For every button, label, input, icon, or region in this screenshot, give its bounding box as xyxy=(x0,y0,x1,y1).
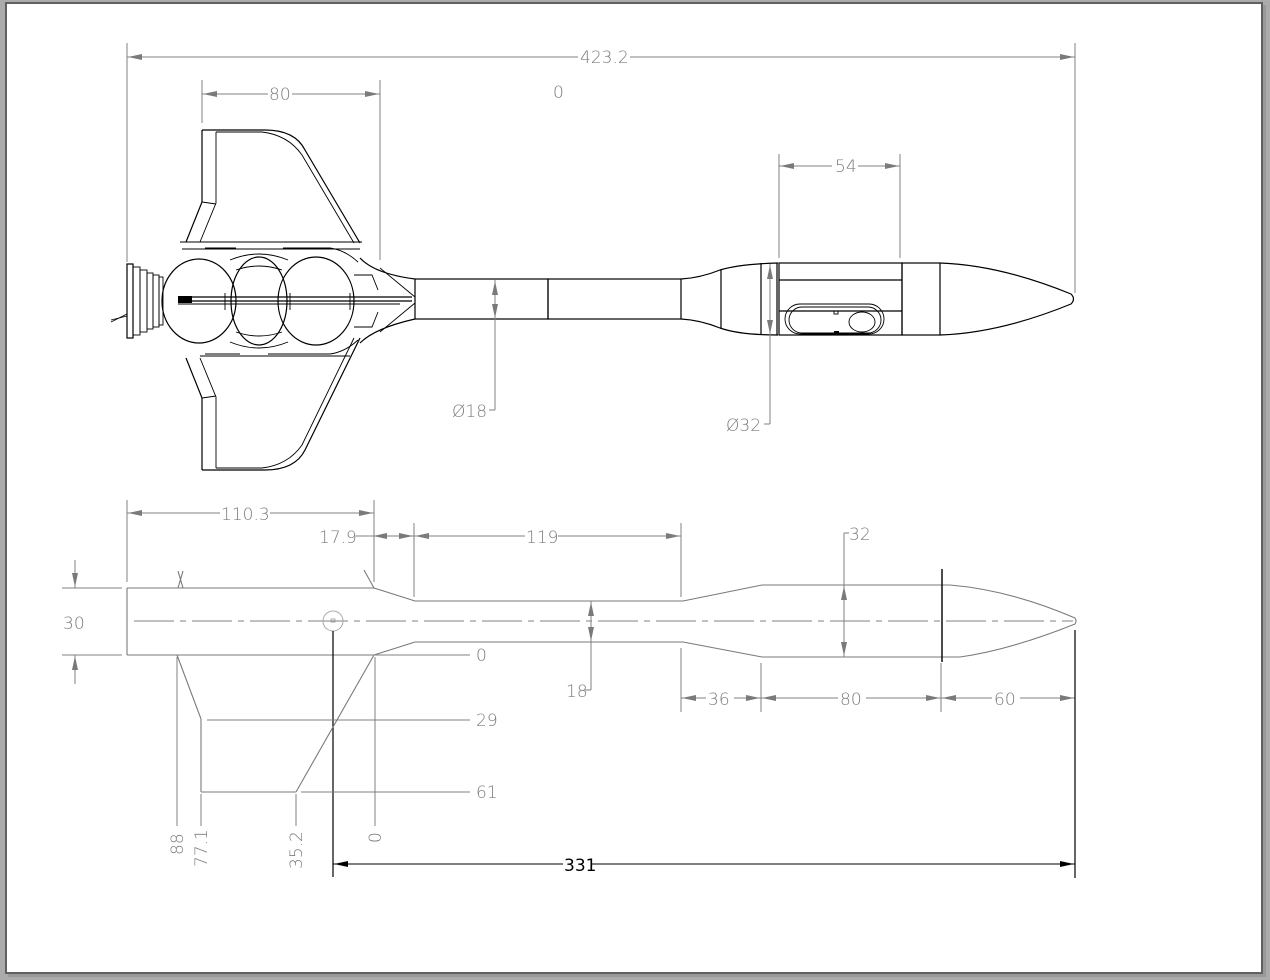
lower-fin xyxy=(185,337,361,471)
dim-motor-height: 30 xyxy=(62,560,122,684)
fin-y-label-61: 61 xyxy=(476,783,498,803)
body-profile xyxy=(126,569,1077,662)
dim-bottom-chain: 36 80 60 xyxy=(680,648,1075,712)
transition-length-label: 17.9 xyxy=(319,528,357,548)
overall-length-label: 423.2 xyxy=(580,48,629,68)
drawing-sheet xyxy=(5,2,1263,974)
fin-chord-label: 80 xyxy=(269,85,291,105)
cg-marker xyxy=(322,610,344,877)
cg-to-tip-label: 331 xyxy=(564,856,596,876)
fin-x-label-77-1: 77.1 xyxy=(192,829,212,867)
fin-x-label-35-2: 35.2 xyxy=(287,831,307,869)
tube-length-label: 119 xyxy=(526,528,558,548)
top-view: 423.2 0 80 xyxy=(110,43,1076,471)
dim-tube-diameter: 18 xyxy=(566,601,594,702)
upper-fin xyxy=(180,129,362,250)
dim-overall-length: 423.2 xyxy=(126,43,1076,293)
fin-x-label-88: 88 xyxy=(168,833,188,855)
dim-side-payload-diameter: 32 xyxy=(841,525,871,657)
dim-tube-length: 119 xyxy=(415,523,682,597)
body-diameter-label: Ø18 xyxy=(452,402,487,422)
fin-profile: 0 29 61 88 77.1 35.2 0 xyxy=(168,646,498,869)
motor-nozzle xyxy=(110,263,164,339)
fin-y-label-0: 0 xyxy=(476,646,487,666)
guide-rod xyxy=(178,293,412,310)
dim-body-diameter: Ø18 xyxy=(452,280,498,422)
payload-section xyxy=(778,262,1075,336)
motor-height-label: 30 xyxy=(63,614,85,634)
side-payload-diameter-label: 32 xyxy=(849,525,871,545)
dim-payload-diameter: Ø32 xyxy=(726,264,773,436)
dim-transition-length: 17.9 xyxy=(319,523,440,597)
fin-x-label-0: 0 xyxy=(366,832,386,843)
dim-fin-chord: 80 xyxy=(201,80,381,260)
body-tube xyxy=(414,262,779,336)
dim-payload-length: 54 xyxy=(778,154,901,258)
payload-diameter-label: Ø32 xyxy=(726,416,761,436)
payload-length-label: 54 xyxy=(835,157,857,177)
side-view: 0 29 61 88 77.1 35.2 0 110.3 17.9 xyxy=(62,500,1077,878)
angle-label: 0 xyxy=(553,83,564,103)
nose-length-label: 60 xyxy=(994,690,1016,710)
fin-root-offset-label: 110.3 xyxy=(221,505,270,525)
tube-diameter-label: 18 xyxy=(566,682,588,702)
fin-y-label-29: 29 xyxy=(476,711,498,731)
dim-cg-to-tip: 331 xyxy=(333,630,1076,878)
shoulder-length-label: 36 xyxy=(708,690,730,710)
transition-cone xyxy=(359,257,416,344)
dim-fin-root-offset: 110.3 xyxy=(126,500,375,582)
payload-section-length-label: 80 xyxy=(840,690,862,710)
